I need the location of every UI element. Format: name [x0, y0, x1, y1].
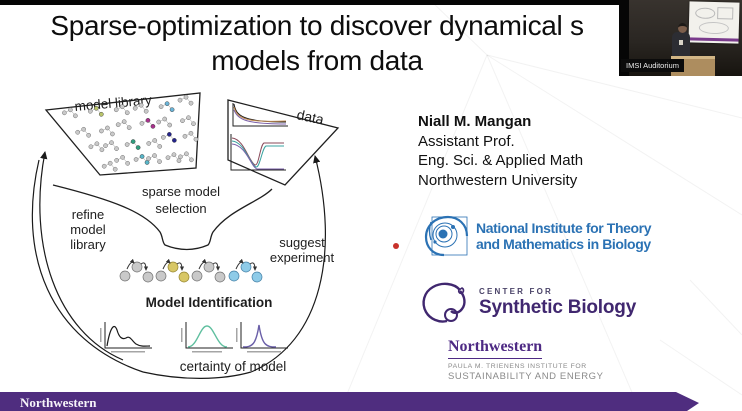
model-library-panel: model library	[44, 92, 201, 176]
speaker-university: Northwestern University	[418, 171, 578, 189]
model-identification-label: Model Identification	[146, 295, 273, 310]
speaker-name: Niall M. Mangan	[418, 113, 532, 130]
trienens-northwestern-wordmark: Northwestern	[448, 338, 543, 359]
posterior-plots	[100, 322, 288, 353]
cycle-arrows	[31, 150, 326, 379]
footer-bar: Northwestern	[0, 392, 699, 411]
video-thumbnail[interactable]: IMSI Auditorium	[619, 0, 742, 76]
trienens-line2: SUSTAINABILITY AND ENERGY	[448, 371, 604, 382]
presenter-silhouette	[672, 32, 690, 62]
synbio-cell-icon	[422, 282, 466, 323]
trienens-institute-logo: Northwestern PAULA M. TRIENENS INSTITUTE…	[448, 338, 604, 382]
slide-title-line1: Sparse-optimization to discover dynamica…	[50, 10, 584, 41]
data-plot-dose-response	[230, 134, 286, 171]
speaker-info: Niall M. Mangan Assistant Prof. Eng. Sci…	[418, 112, 583, 190]
nitmb-spiral-icon	[424, 215, 469, 257]
video-dark-column	[619, 0, 629, 76]
nitmb-text-line2: and Mathematics in Biology	[476, 236, 651, 252]
svg-text:experiment: experiment	[270, 250, 335, 265]
refine-model-library-label: refine model library	[70, 207, 106, 252]
presenter-head	[678, 23, 687, 33]
speaker-role: Assistant Prof.	[418, 132, 515, 150]
projected-slide-screen	[688, 1, 740, 44]
svg-text:refine: refine	[72, 207, 105, 222]
synbio-name: Synthetic Biology	[479, 296, 637, 318]
model-library-network-dots	[62, 94, 199, 172]
nitmb-logo: National Institute for Theory and Mathem…	[423, 214, 651, 258]
svg-text:suggest: suggest	[279, 235, 325, 250]
nitmb-text-line1: National Institute for Theory	[476, 219, 652, 236]
suggest-experiment-label: suggest experiment	[270, 235, 335, 265]
svg-text:library: library	[70, 237, 106, 252]
video-location-label: IMSI Auditorium	[621, 59, 684, 72]
slide-title-line2: models from data	[211, 45, 423, 76]
laser-pointer-dot	[393, 243, 399, 249]
presenter-badge	[679, 40, 683, 45]
candidate-model-motifs	[119, 258, 263, 283]
slide-title: Sparse-optimization to discover dynamica…	[0, 8, 634, 78]
data-plot-time-series	[232, 103, 288, 127]
speaker-dept: Eng. Sci. & Applied Math	[418, 152, 584, 169]
model-discovery-cycle-diagram: model library data sparse model	[31, 92, 340, 379]
data-panel: data	[227, 99, 340, 186]
sparse-model-label-line1: sparse model	[142, 184, 220, 199]
synthetic-biology-logo: CENTER FOR Synthetic Biology	[420, 280, 636, 325]
certainty-of-model-label: certainty of model	[180, 359, 287, 374]
sparse-selection-funnel: sparse model selection	[52, 184, 273, 251]
footer-northwestern-wordmark: Northwestern	[20, 395, 97, 410]
trienens-line1: PAULA M. TRIENENS INSTITUTE FOR	[448, 363, 587, 370]
sparse-model-label-line2: selection	[155, 201, 206, 216]
data-label: data	[295, 106, 325, 127]
synbio-eyebrow: CENTER FOR	[479, 286, 553, 296]
top-letterbox-bar	[0, 0, 742, 5]
svg-text:model: model	[70, 222, 106, 237]
